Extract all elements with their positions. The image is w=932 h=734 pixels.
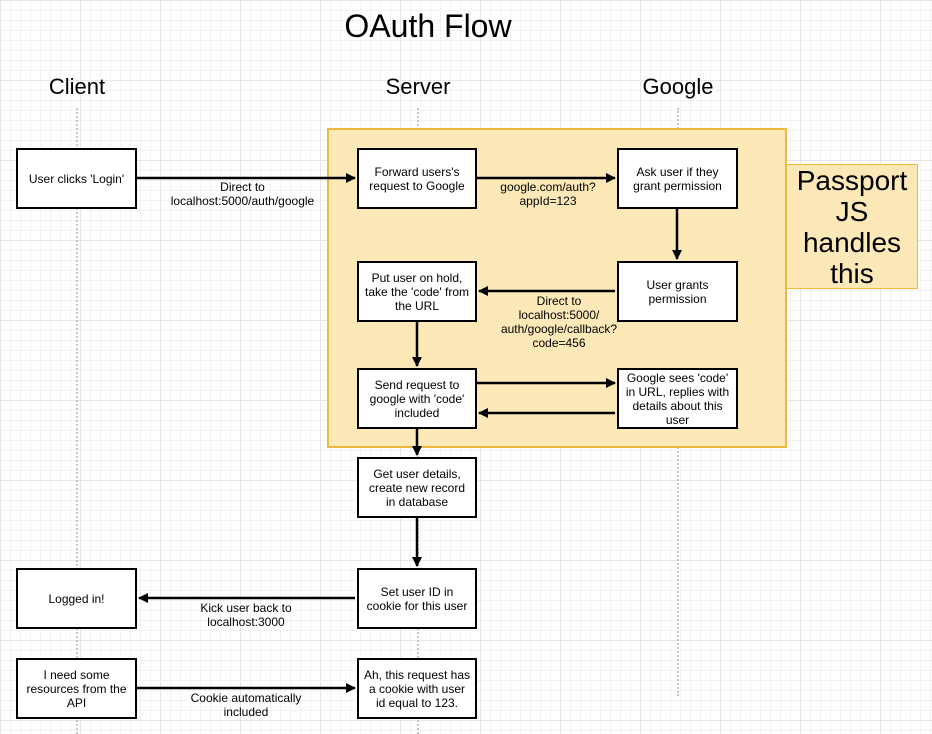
box-need-resources: I need some resources from the API [16,658,137,719]
label-cookie-included: Cookie automatically included [190,691,302,719]
column-header-google: Google [642,74,714,99]
column-header-client: Client [48,74,106,99]
label-direct-callback: Direct to localhost:5000/ auth/google/ca… [500,294,618,350]
label-kick-back: Kick user back to localhost:3000 [200,601,292,629]
box-ask-permission: Ask user if they grant permission [617,148,738,209]
diagram-title: OAuth Flow [344,8,512,44]
passport-note: Passport JS handles this [786,164,918,289]
box-google-sees-code: Google sees 'code' in URL, replies with … [617,368,738,429]
box-user-clicks-login: User clicks 'Login' [16,148,137,209]
box-forward-request: Forward users's request to Google [357,148,477,209]
box-send-request: Send request to google with 'code' inclu… [357,368,477,429]
label-google-auth-url: google.com/auth? appId=123 [500,180,596,208]
column-header-server: Server [385,74,451,99]
client-lifeline [76,108,78,734]
box-set-cookie: Set user ID in cookie for this user [357,568,477,629]
box-request-has-cookie: Ah, this request has a cookie with user … [357,658,477,719]
box-user-grants: User grants permission [617,261,738,322]
box-logged-in: Logged in! [16,568,137,629]
box-put-on-hold: Put user on hold, take the 'code' from t… [357,261,477,322]
label-direct-auth-google: Direct to localhost:5000/auth/google [170,180,315,208]
box-get-user-details: Get user details, create new record in d… [357,457,477,518]
